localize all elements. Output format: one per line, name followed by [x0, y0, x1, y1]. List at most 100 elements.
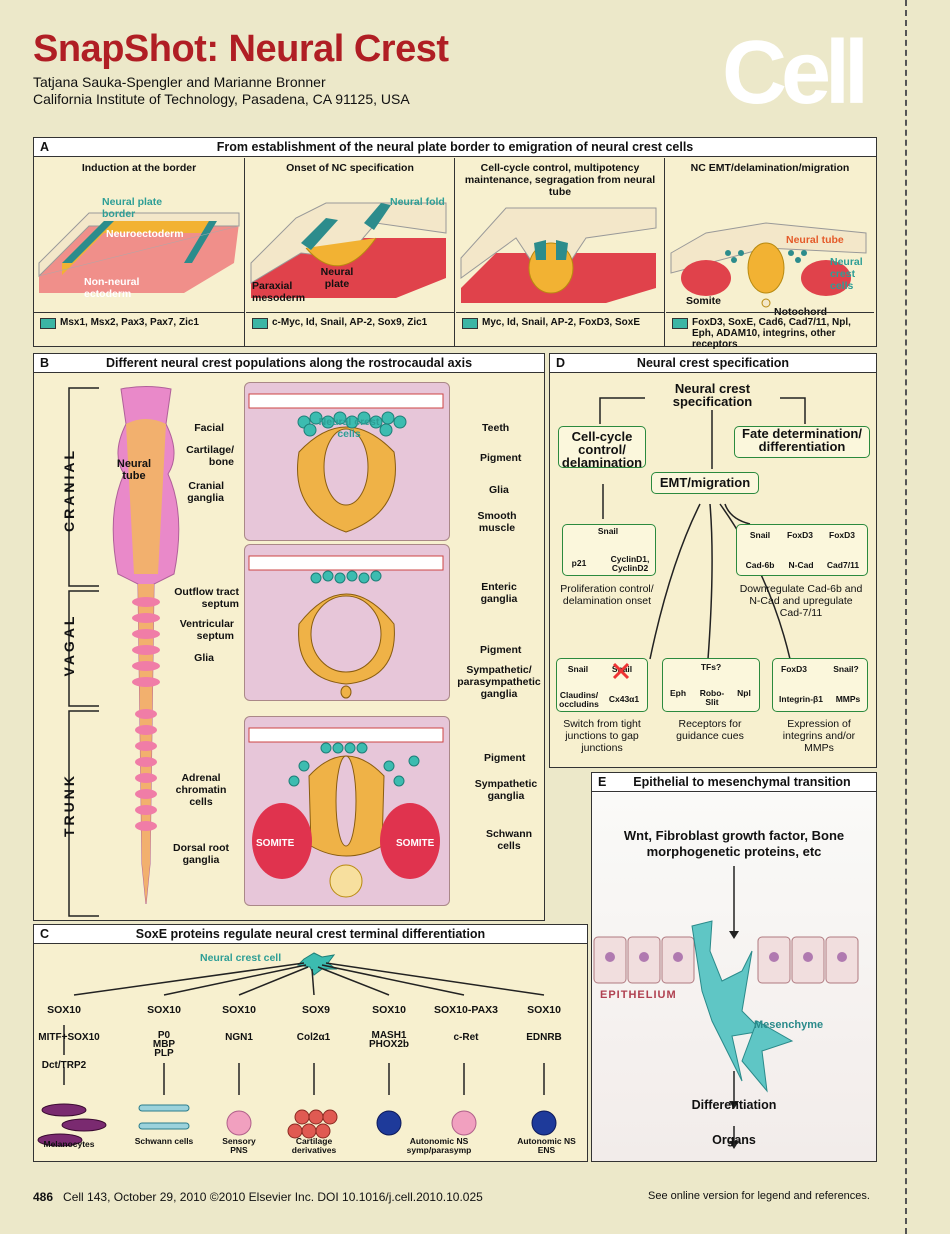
label-pigment: Pigment [480, 452, 522, 464]
stage-4-title: NC EMT/delamination/migration [690, 162, 850, 174]
col7-tf: SOX10 [527, 1004, 561, 1016]
fate-box: Fate determination/ differentiation [734, 426, 870, 458]
panel-c: C SoxE proteins regulate neural crest te… [33, 924, 588, 1162]
stage-3: Cell-cycle control, multipotency mainten… [456, 158, 665, 346]
box1-top: Snail [597, 526, 619, 536]
box1-left: p21 [571, 558, 587, 568]
box1-right: CyclinD1, CyclinD2 [610, 554, 650, 573]
label-somite-right: SOMITE [396, 838, 435, 849]
axis-brackets [68, 387, 99, 917]
page-title: SnapShot: Neural Crest [33, 28, 449, 70]
emt-illustration [593, 866, 859, 1149]
panel-d: D Neural crest specification Neural cres… [549, 353, 877, 768]
box4-item-3: Robo- Slit [699, 688, 725, 707]
box2-item-2: FoxD3 [787, 530, 813, 540]
stage-2-title: Onset of NC specification [286, 162, 414, 174]
col2-cell: Schwann cells [134, 1136, 194, 1146]
label-facial: Facial [194, 422, 224, 434]
col1-cell: Melanocytes [43, 1139, 95, 1149]
panel-e-header: E Epithelial to mesenchymal transition [592, 773, 876, 792]
box2-item-4: Cad-6b [745, 560, 775, 570]
label-source-cell: Neural crest cell [200, 952, 282, 964]
label-cartilage-bone: Cartilage/ bone [186, 444, 234, 468]
stage-2-genes: c-Myc, Id, Snail, AP-2, Sox9, Zic1 [246, 312, 454, 346]
label-pigment-trunk: Pigment [484, 752, 526, 764]
panel-c-title: SoxE proteins regulate neural crest term… [135, 927, 486, 941]
panel-e-title: Epithelial to mesenchymal transition [633, 775, 851, 789]
col7-cell: Autonomic NS ENS [517, 1136, 576, 1155]
trunk-tube-illustration [248, 727, 444, 898]
label-symp-parasymp-ganglia: Sympathetic/ parasympathetic ganglia [457, 664, 541, 700]
spec-box-2: Snail FoxD3 FoxD3 Cad-6b N-Cad Cad7/11 [736, 524, 868, 576]
label-neural-tube-b: Neural tube [116, 458, 152, 482]
col2-mid: P0 MBP PLP [152, 1030, 176, 1059]
label-neural-fold: Neural fold [390, 196, 445, 208]
col3-cell: Sensory PNS [222, 1136, 256, 1155]
stage-3-title: Cell-cycle control, multipotency mainten… [464, 162, 656, 198]
label-sympathetic-ganglia: Sympathetic ganglia [474, 778, 538, 802]
stage-4-genes: FoxD3, SoxE, Cad6, Cad7/11, Npl, Eph, AD… [666, 312, 874, 350]
label-glia-vagal: Glia [194, 652, 214, 664]
label-ventricular-septum: Ventricular septum [179, 618, 234, 642]
col5-tf: SOX10 [372, 1004, 406, 1016]
label-organs: Organs [712, 1133, 756, 1147]
panel-d-header: D Neural crest specification [550, 354, 876, 373]
box3-caption: Switch from tight junctions to gap junct… [563, 718, 641, 754]
box4-item-1: TFs? [700, 662, 722, 672]
stage-3-genes: Myc, Id, Snail, AP-2, FoxD3, SoxE [456, 312, 664, 346]
label-cranial-ganglia: Cranial ganglia [187, 480, 224, 504]
spec-box-4: TFs? Eph Robo- Slit Npl [662, 658, 760, 712]
panel-b: B Different neural crest populations alo… [33, 353, 545, 921]
label-non-neural-ectoderm: Non-neural ectoderm [84, 276, 140, 300]
stage-1-genes: Msx1, Msx2, Pax3, Pax7, Zic1 [34, 312, 244, 346]
emt-signals: Wnt, Fibroblast growth factor, Bone morp… [623, 828, 845, 859]
panel-d-title: Neural crest specification [636, 356, 790, 370]
cell-cycle-box: Cell-cycle control/ delamination [558, 426, 646, 469]
root-ncs: Neural crest specification [672, 381, 753, 409]
panel-a: A From establishment of the neural plate… [33, 137, 877, 350]
panel-a-title: From establishment of the neural plate b… [216, 140, 694, 154]
region-cranial: CRANIAL [61, 448, 77, 532]
citation: Cell 143, October 29, 2010 ©2010 Elsevie… [63, 1190, 483, 1204]
box2-item-6: Cad7/11 [826, 560, 860, 570]
box4-item-4: Npl [737, 688, 751, 698]
label-teeth: Teeth [482, 422, 510, 434]
spec-box-3: Snail Snail Claudins/ occludins Cx43α1 [556, 658, 648, 712]
label-differentiation: Differentiation [691, 1098, 777, 1112]
box5-item-2: Snail? [833, 664, 859, 674]
box3-item-1: Snail [567, 664, 589, 674]
panel-b-title: Different neural crest populations along… [105, 356, 473, 370]
panel-e: E Epithelial to mesenchymal transition W… [591, 772, 877, 1162]
affiliation: California Institute of Technology, Pasa… [33, 91, 410, 107]
stage-4-illustration [670, 222, 867, 308]
col4-mid: Col2α1 [296, 1032, 331, 1043]
authors-block: Tatjana Sauka-Spengler and Marianne Bron… [33, 74, 410, 108]
region-vagal: VAGAL [61, 613, 77, 677]
label-outflow-tract-septum: Outflow tract septum [174, 586, 239, 610]
teal-swatch [462, 318, 478, 329]
footer-citation: 486 Cell 143, October 29, 2010 ©2010 Els… [33, 1190, 483, 1204]
stage-1-title: Induction at the border [81, 162, 197, 174]
box2-caption: Downregulate Cad-6b and N-Cad and upregu… [739, 583, 863, 619]
box3-item-4: Cx43α1 [608, 694, 640, 704]
teal-swatch [672, 318, 688, 329]
stage-3-illustration [460, 207, 657, 303]
col4-tf: SOX9 [301, 1004, 330, 1016]
box5-item-3: Integrin-β1 [779, 694, 823, 704]
label-somite-left: SOMITE [256, 838, 295, 849]
label-neural-plate-border: Neural plate border [102, 196, 163, 220]
stage-1-illustration [38, 212, 240, 293]
box5-caption: Expression of integrins and/or MMPs [782, 718, 856, 754]
col2-tf: SOX10 [147, 1004, 181, 1016]
label-epithelium: EPITHELIUM [600, 989, 677, 1001]
label-glia: Glia [489, 484, 509, 496]
stage-4: NC EMT/delamination/migration Neural tub… [666, 158, 874, 350]
footer-note: See online version for legend and refere… [648, 1190, 870, 1202]
col5-cell: Autonomic NS symp/parasymp [406, 1136, 472, 1155]
stage-2-illustration [250, 202, 447, 298]
teal-swatch [40, 318, 56, 329]
box1-caption: Proliferation control/ delamination onse… [560, 583, 654, 607]
col3-mid: NGN1 [225, 1032, 253, 1043]
lineage-tree [37, 952, 557, 1147]
cross-icon [612, 662, 630, 680]
